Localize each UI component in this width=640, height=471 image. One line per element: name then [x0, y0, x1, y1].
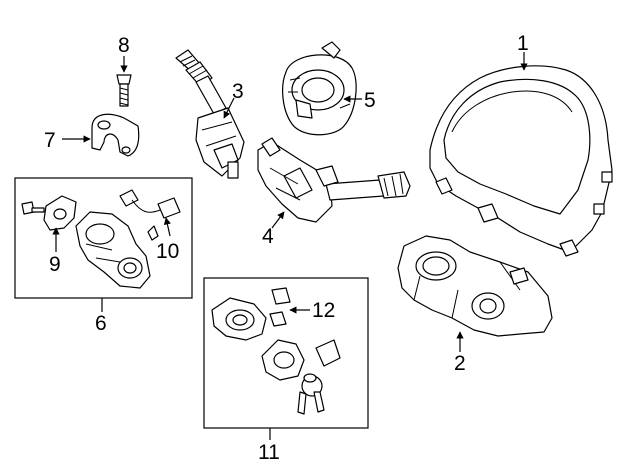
- key-fob-part: [315, 339, 341, 367]
- callout-7: 7: [44, 129, 56, 152]
- wiper-switch-part: [175, 49, 245, 179]
- leader-lines: [52, 52, 528, 440]
- callout-10: 10: [156, 240, 179, 263]
- clock-spring-part: [282, 41, 357, 136]
- callout-11: 11: [258, 441, 280, 464]
- bolt-part: [116, 74, 132, 107]
- clamp-bracket-part: [91, 113, 140, 157]
- callout-5: 5: [364, 89, 376, 112]
- key-blade-part: [297, 391, 307, 415]
- assembly-box-11: [203, 277, 369, 429]
- lower-column-cover-part: [397, 235, 553, 337]
- callout-1: 1: [517, 32, 529, 55]
- callout-6: 6: [95, 312, 107, 335]
- callout-4: 4: [262, 225, 274, 248]
- callout-labels: 8 7 3 5 4 1 2 9 10 6 12 11: [44, 32, 529, 464]
- leader-3: [223, 97, 235, 119]
- leader-4: [271, 211, 285, 229]
- callout-3: 3: [232, 80, 244, 103]
- connector-part-12: [271, 287, 291, 305]
- callout-9: 9: [49, 253, 61, 276]
- light-switch-part: [257, 137, 411, 223]
- leader-10: [163, 217, 171, 237]
- callout-8: 8: [118, 34, 130, 57]
- callout-12: 12: [312, 299, 335, 322]
- upper-column-cover-part: [429, 65, 613, 257]
- ignition-housing-part: [75, 211, 151, 289]
- assembly-box-6: [14, 177, 193, 299]
- callout-2: 2: [454, 352, 466, 375]
